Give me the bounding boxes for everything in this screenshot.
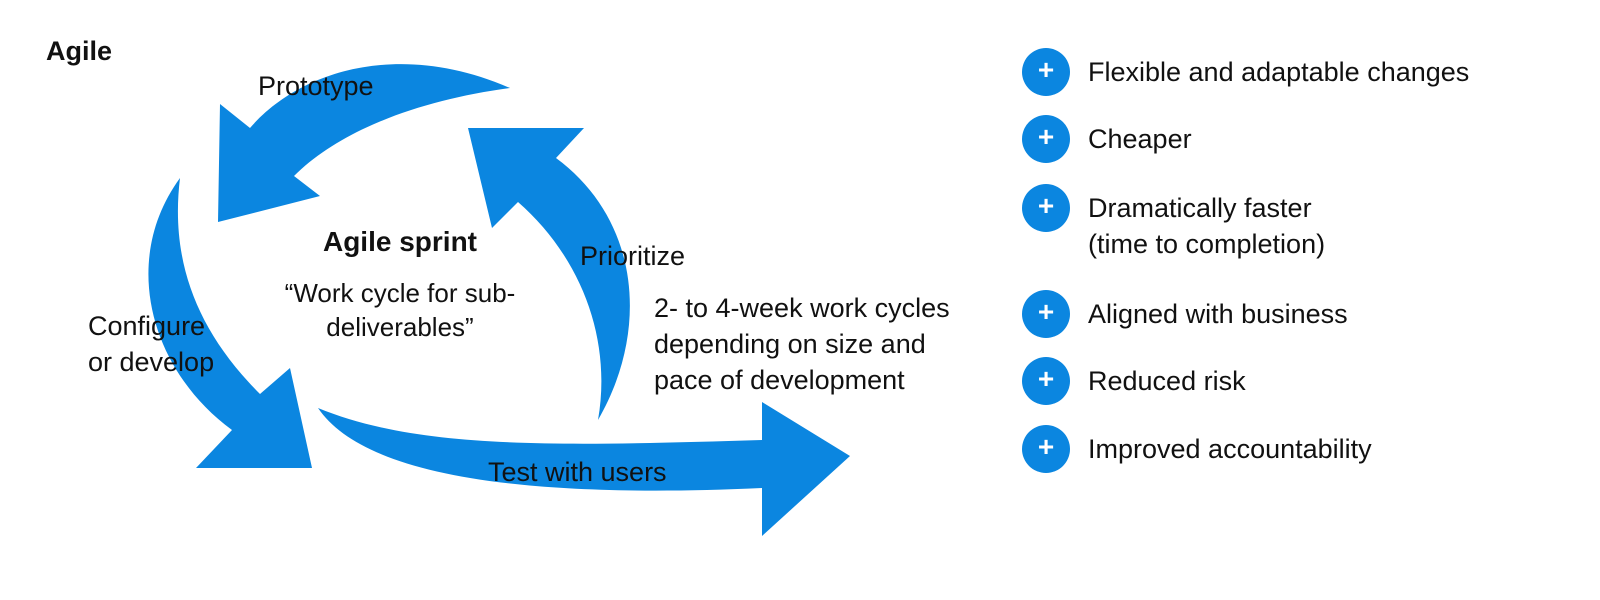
plus-icon: + xyxy=(1022,425,1070,473)
benefit-item-cheaper: + Cheaper xyxy=(1022,115,1192,163)
sprint-title: Agile sprint xyxy=(322,226,477,257)
benefit-line: Reduced risk xyxy=(1088,366,1246,396)
cycle-description-line-2: depending on size and xyxy=(654,329,926,359)
plus-icon: + xyxy=(1022,290,1070,338)
step-configure-line-2: or develop xyxy=(88,347,215,377)
benefit-text: Aligned with business xyxy=(1088,290,1348,332)
plus-icon: + xyxy=(1022,115,1070,163)
prioritize-arrow xyxy=(468,128,630,420)
benefit-item-flexible: + Flexible and adaptable changes xyxy=(1022,48,1469,96)
benefit-line: Improved accountability xyxy=(1088,434,1372,464)
benefit-text: Flexible and adaptable changes xyxy=(1088,48,1469,90)
cycle-description-line-1: 2- to 4-week work cycles xyxy=(654,293,950,323)
benefit-item-faster: + Dramatically faster (time to completio… xyxy=(1022,184,1325,262)
plus-icon: + xyxy=(1022,357,1070,405)
plus-icon: + xyxy=(1022,184,1070,232)
cycle-description: 2- to 4-week work cycles depending on si… xyxy=(654,290,950,398)
step-test-label: Test with users xyxy=(488,457,667,487)
test-arrow xyxy=(318,402,850,536)
benefit-item-aligned: + Aligned with business xyxy=(1022,290,1348,338)
step-prototype-label: Prototype xyxy=(258,71,374,101)
cycle-description-line-3: pace of development xyxy=(654,365,905,395)
plus-icon: + xyxy=(1022,48,1070,96)
benefit-line: Cheaper xyxy=(1088,124,1192,154)
benefit-line: (time to completion) xyxy=(1088,229,1326,259)
step-configure-line-1: Configure xyxy=(88,311,206,341)
benefit-line: Aligned with business xyxy=(1088,299,1348,329)
benefit-line: Flexible and adaptable changes xyxy=(1088,57,1470,87)
benefit-text: Reduced risk xyxy=(1088,357,1246,399)
benefit-text: Dramatically faster (time to completion) xyxy=(1088,184,1325,262)
benefit-line: Dramatically faster xyxy=(1088,193,1312,223)
benefit-item-risk: + Reduced risk xyxy=(1022,357,1246,405)
benefit-text: Cheaper xyxy=(1088,115,1192,157)
step-prioritize-label: Prioritize xyxy=(580,241,686,271)
step-configure-label: Configure or develop xyxy=(88,308,214,380)
configure-arrow xyxy=(148,178,312,468)
benefit-item-accountability: + Improved accountability xyxy=(1022,425,1372,473)
benefit-text: Improved accountability xyxy=(1088,425,1372,467)
sprint-subtitle: “Work cycle for sub-deliverables” xyxy=(284,278,516,342)
prototype-arrow xyxy=(218,64,510,222)
page-title: Agile xyxy=(46,36,113,66)
